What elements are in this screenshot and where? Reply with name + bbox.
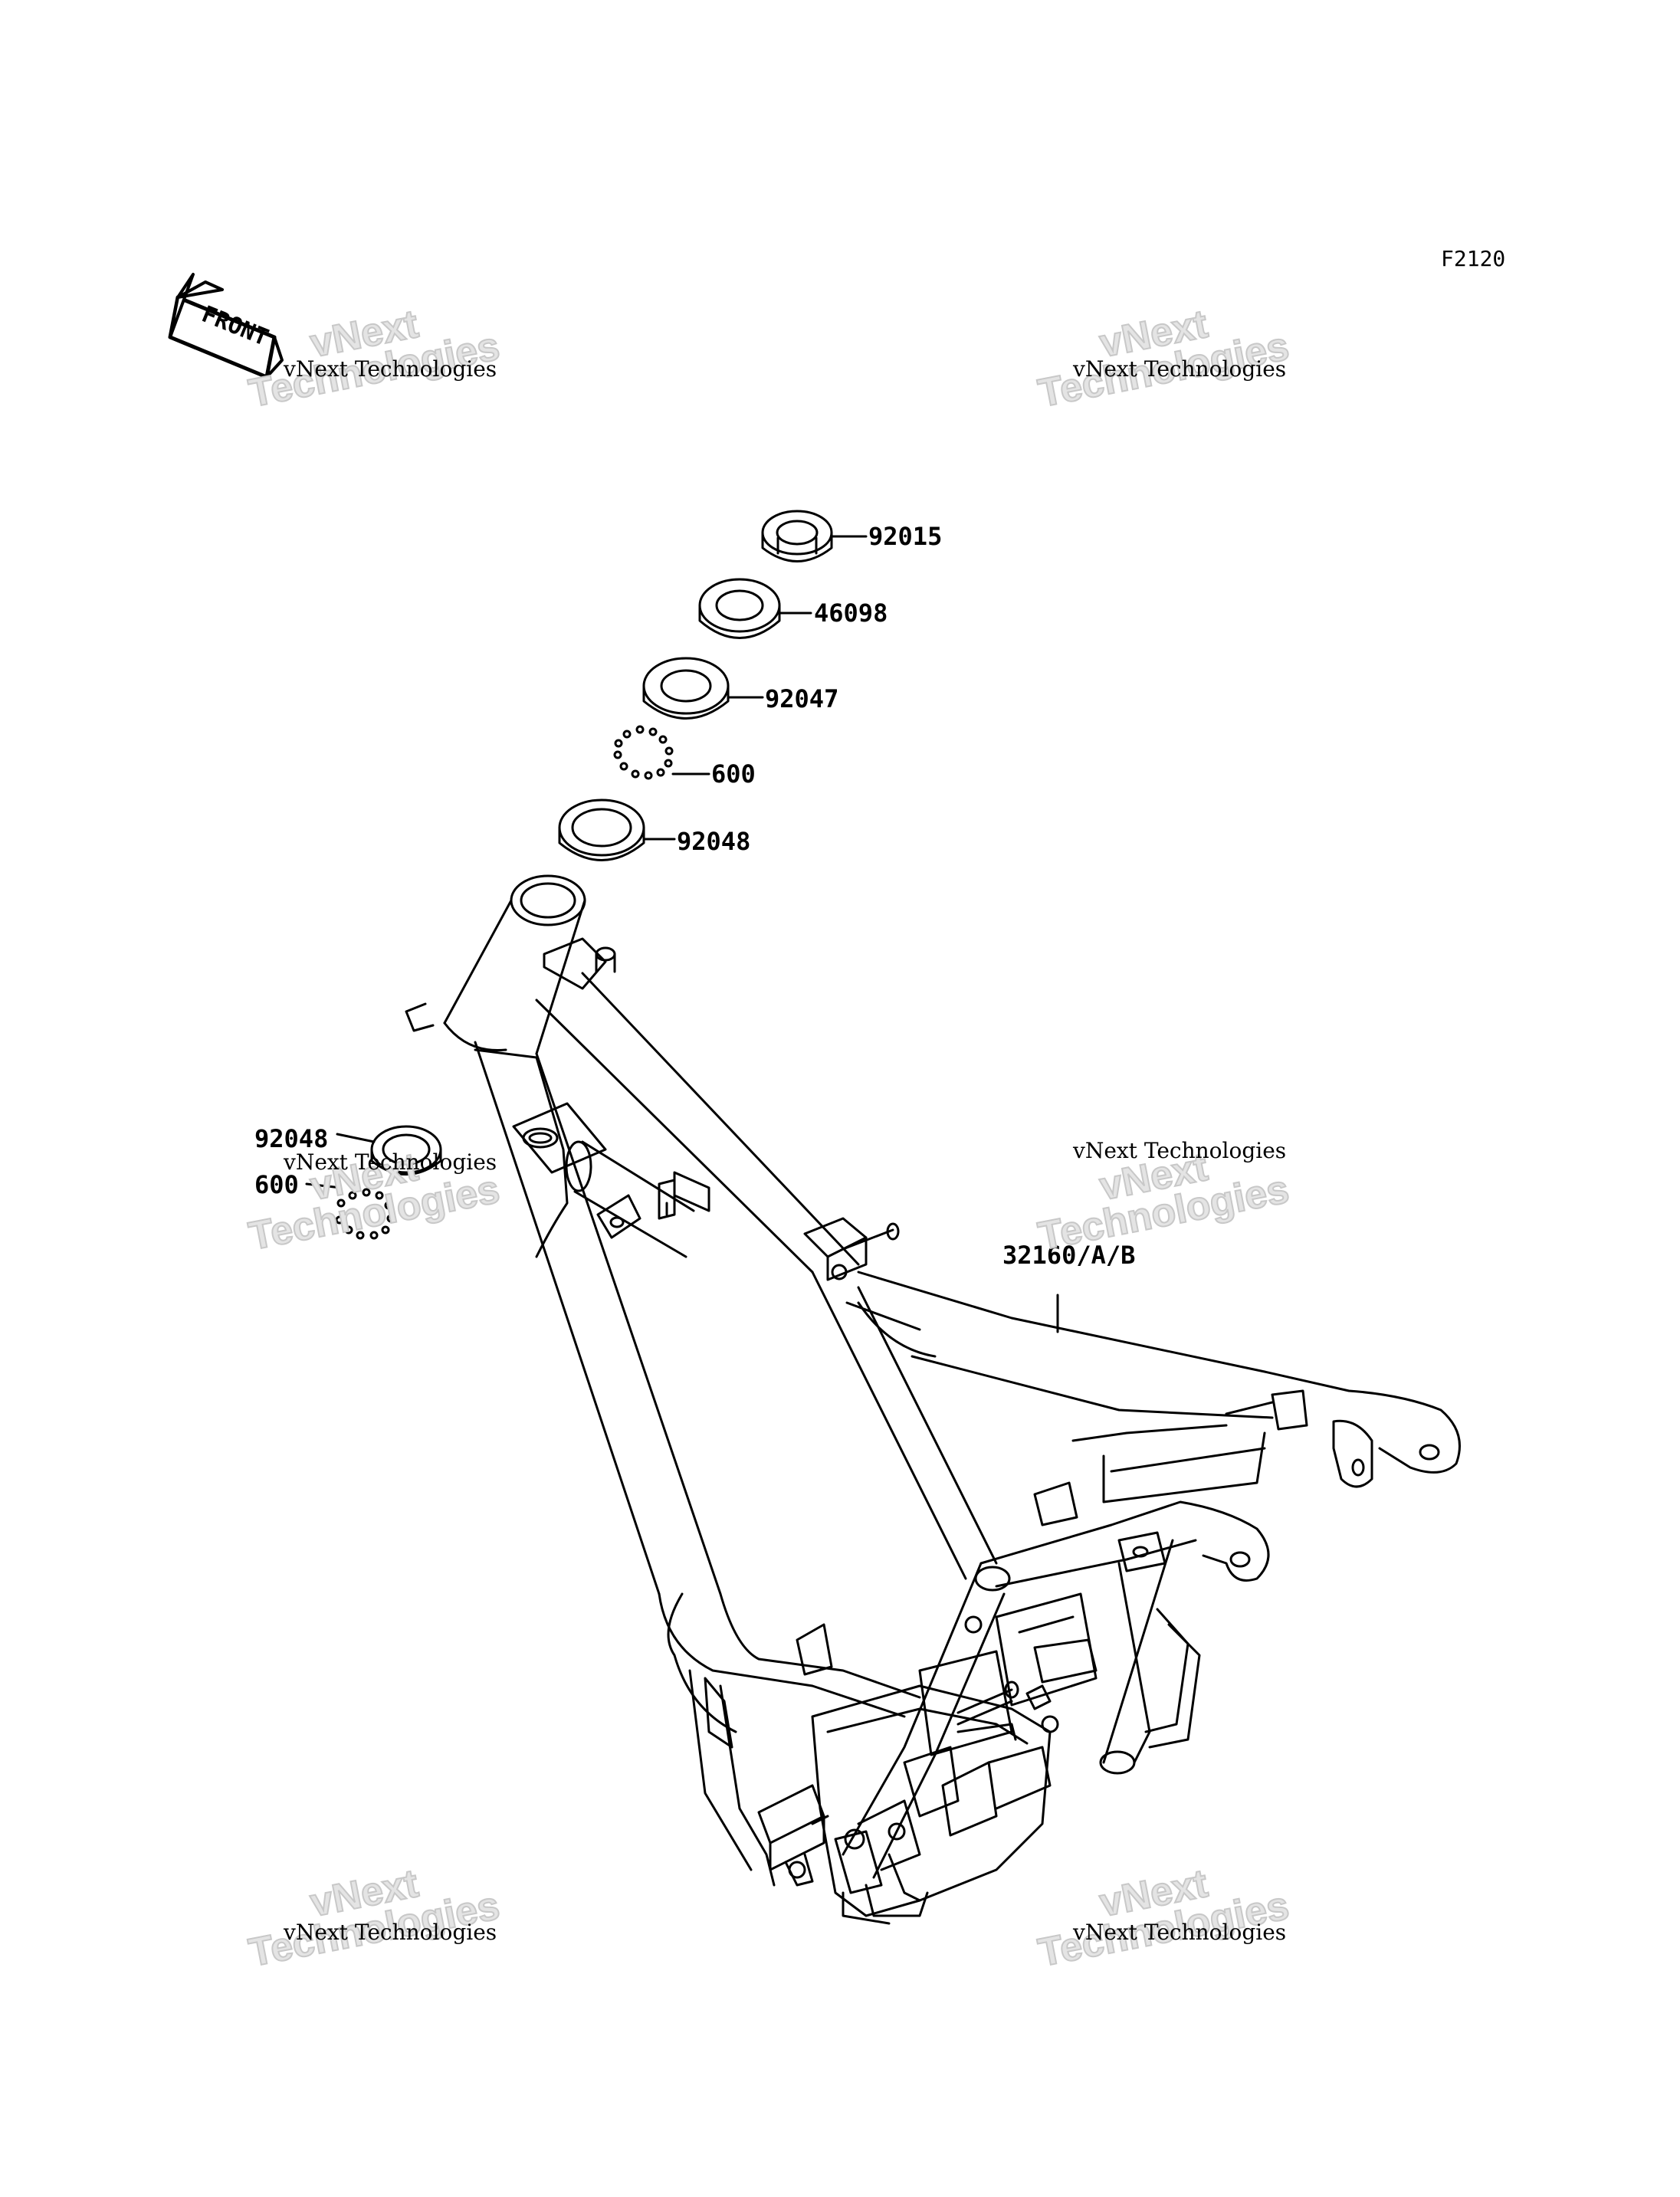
part-92048-race-left — [336, 1125, 442, 1176]
watermark-small: vNext Technologies — [284, 356, 497, 382]
figure-code: F2120 — [1441, 246, 1506, 271]
watermark-small: vNext Technologies — [1073, 1920, 1287, 1945]
callout-600-top: 600 — [711, 759, 756, 789]
part-92048-race-top — [558, 798, 676, 861]
callout-600-left: 600 — [254, 1170, 299, 1199]
part-92015-nut — [761, 510, 868, 562]
callout-32160: 32160/A/B — [1002, 1241, 1136, 1270]
watermark-small: vNext Technologies — [1073, 356, 1287, 382]
callout-92015: 92015 — [868, 522, 943, 551]
part-92047-bearing — [642, 657, 764, 720]
watermark-small: vNext Technologies — [284, 1920, 497, 1945]
watermark-small: vNext Technologies — [284, 1149, 497, 1175]
watermark-small: vNext Technologies — [1073, 1138, 1287, 1163]
part-600-balls-left — [305, 1182, 395, 1240]
callout-92048-top: 92048 — [677, 827, 751, 856]
part-32160-frame — [405, 874, 1461, 1925]
callout-46098: 46098 — [814, 598, 888, 628]
callout-92048-left: 92048 — [254, 1124, 329, 1153]
part-600-balls-top — [613, 725, 710, 780]
front-arrow-icon: FRONT — [168, 273, 284, 379]
callout-92047: 92047 — [765, 684, 839, 713]
part-46098-seal — [698, 578, 812, 639]
